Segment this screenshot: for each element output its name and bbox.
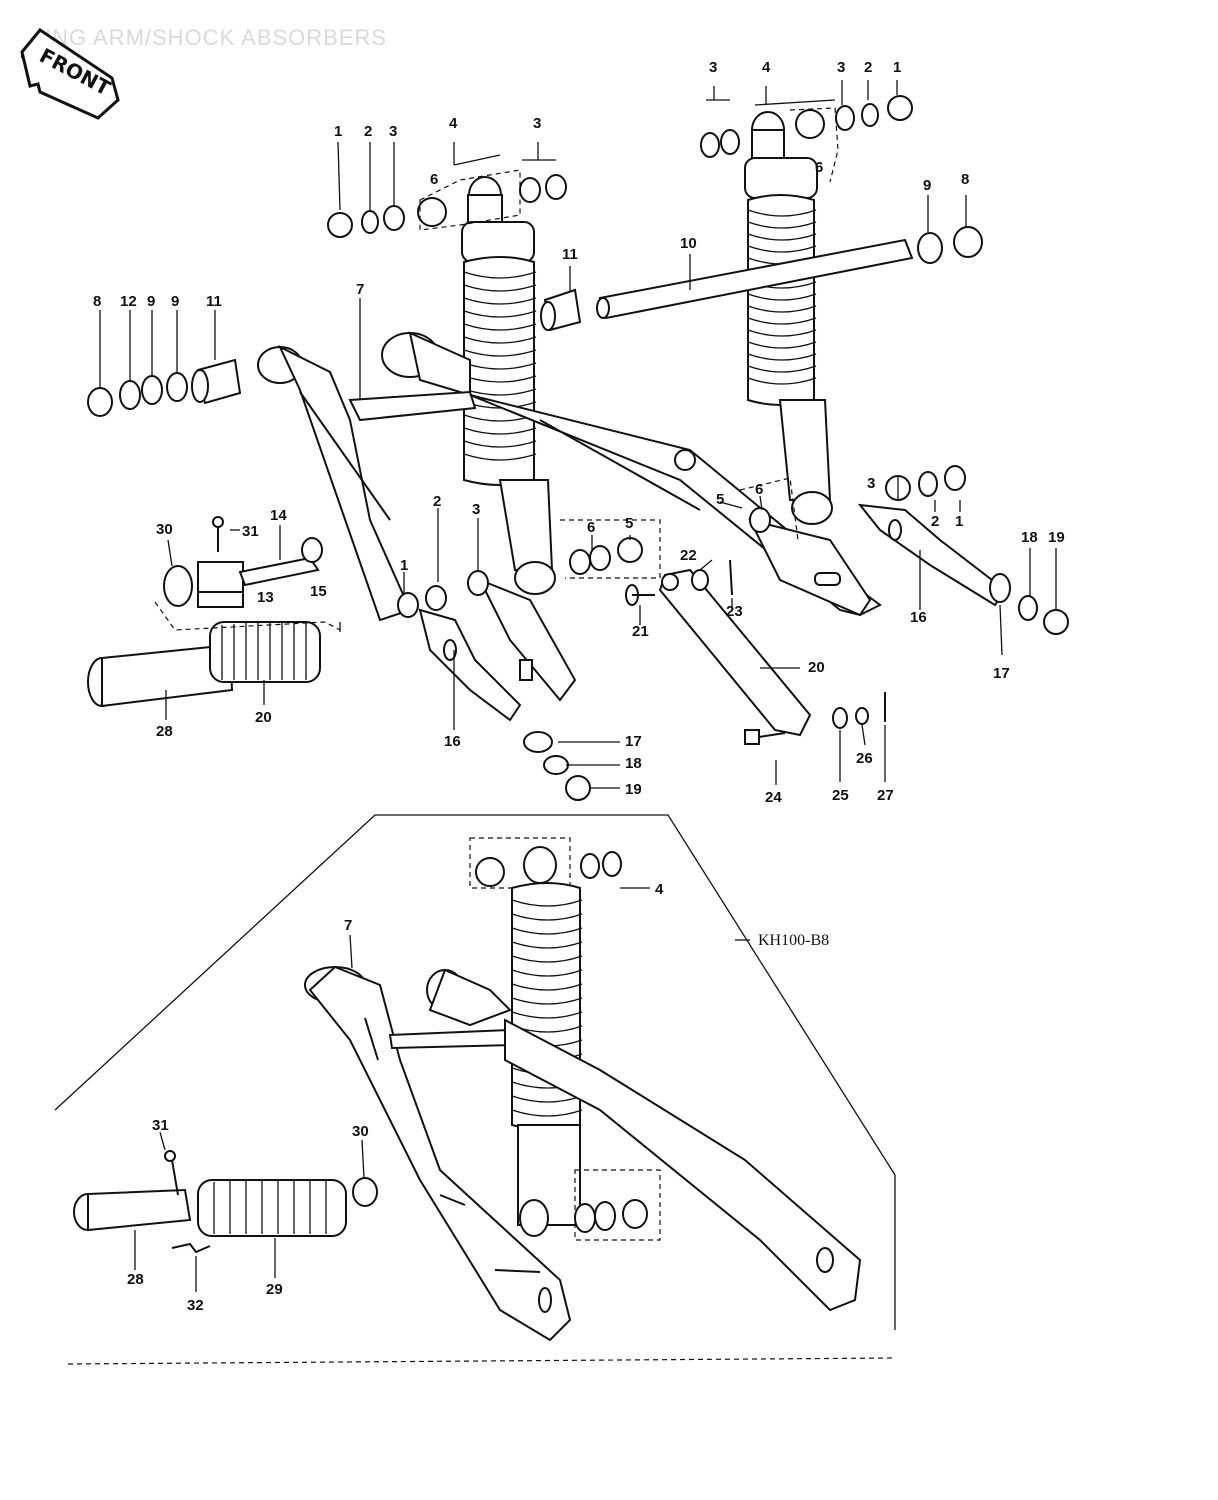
callout: 28	[156, 723, 173, 740]
callout: 17	[625, 733, 642, 750]
model-label: KH100-B8	[758, 932, 829, 949]
callout: 5	[716, 491, 724, 508]
lower-swing-arm	[304, 965, 862, 1342]
callout: 16	[910, 609, 927, 626]
lower-footpeg-assembly	[73, 1150, 378, 1254]
callout: 13	[257, 589, 274, 606]
right-shock-absorber	[744, 111, 833, 525]
callout: 5	[625, 515, 633, 532]
callout: 24	[765, 789, 782, 806]
callout: 17	[993, 665, 1010, 682]
callout: 1	[893, 59, 901, 76]
callout: 20	[255, 709, 272, 726]
callout: 9	[171, 293, 179, 310]
callouts-lower: 4 7 31 30 28 29 32 KH100-B8	[127, 881, 829, 1314]
callout: 4	[762, 59, 771, 76]
callout: 9	[923, 177, 931, 194]
callout: 3	[837, 59, 845, 76]
callout: 3	[533, 115, 541, 132]
callout: 30	[156, 521, 173, 538]
callout: 12	[120, 293, 137, 310]
callout: 3	[709, 59, 717, 76]
callout: 2	[864, 59, 872, 76]
callout: 11	[562, 246, 578, 263]
torque-link	[658, 568, 812, 737]
callout: 3	[389, 123, 397, 140]
callout: 28	[127, 1271, 144, 1288]
callout: 31	[152, 1117, 169, 1134]
callout: 16	[444, 733, 461, 750]
callout: 23	[726, 603, 743, 620]
callout: 4	[449, 115, 458, 132]
callout: 25	[832, 787, 849, 804]
callout: 29	[266, 1281, 283, 1298]
callout: 20	[808, 659, 825, 676]
left-shock-absorber	[461, 176, 556, 595]
callout: 7	[356, 281, 364, 298]
callout: 6	[430, 171, 438, 188]
callout: 22	[680, 547, 697, 564]
group-brackets-upper	[419, 107, 839, 579]
callout: 2	[433, 493, 441, 510]
lower-shock-absorber	[469, 837, 661, 1241]
callout: 1	[955, 513, 963, 530]
leader-lines-lower	[134, 887, 750, 1292]
callout: 9	[147, 293, 155, 310]
callout: 10	[680, 235, 697, 252]
callout: 7	[344, 917, 352, 934]
callout: 2	[364, 123, 372, 140]
callout: 31	[242, 523, 259, 540]
leader-lines-upper	[99, 80, 1057, 789]
callout: 6	[587, 519, 595, 536]
swing-arm	[257, 331, 882, 702]
callout: 19	[625, 781, 642, 798]
callout: 3	[867, 475, 875, 492]
callout: 30	[352, 1123, 369, 1140]
inset-border	[54, 814, 896, 1365]
pivot-shaft	[596, 238, 914, 320]
diagram-title: ING ARM/SHOCK ABSORBERS	[45, 25, 387, 50]
callout: 1	[334, 123, 342, 140]
callout: 18	[625, 755, 642, 772]
callouts-upper: 3 4 3 2 1 1 2 3 4 3 6 6 9 8 10 11 8 12 9…	[93, 59, 1065, 806]
chain-adjuster-left	[418, 608, 522, 722]
callout: 32	[187, 1297, 204, 1314]
hardware-upper	[87, 95, 1069, 801]
callout: 18	[1021, 529, 1038, 546]
callout: 6	[755, 481, 763, 498]
callout: 1	[400, 557, 408, 574]
callout: 8	[961, 171, 969, 188]
callout: 26	[856, 750, 873, 767]
callout: 27	[877, 787, 894, 804]
callout: 15	[310, 583, 327, 600]
callout: 19	[1048, 529, 1065, 546]
callout: 8	[93, 293, 101, 310]
callout: 4	[655, 881, 664, 898]
footpeg-assembly	[87, 516, 341, 708]
callout: 3	[472, 501, 480, 518]
callout: 6	[815, 159, 823, 176]
callout: 14	[270, 507, 287, 524]
callout: 21	[632, 623, 649, 640]
callout: 11	[206, 293, 222, 310]
callout: 2	[931, 513, 939, 530]
